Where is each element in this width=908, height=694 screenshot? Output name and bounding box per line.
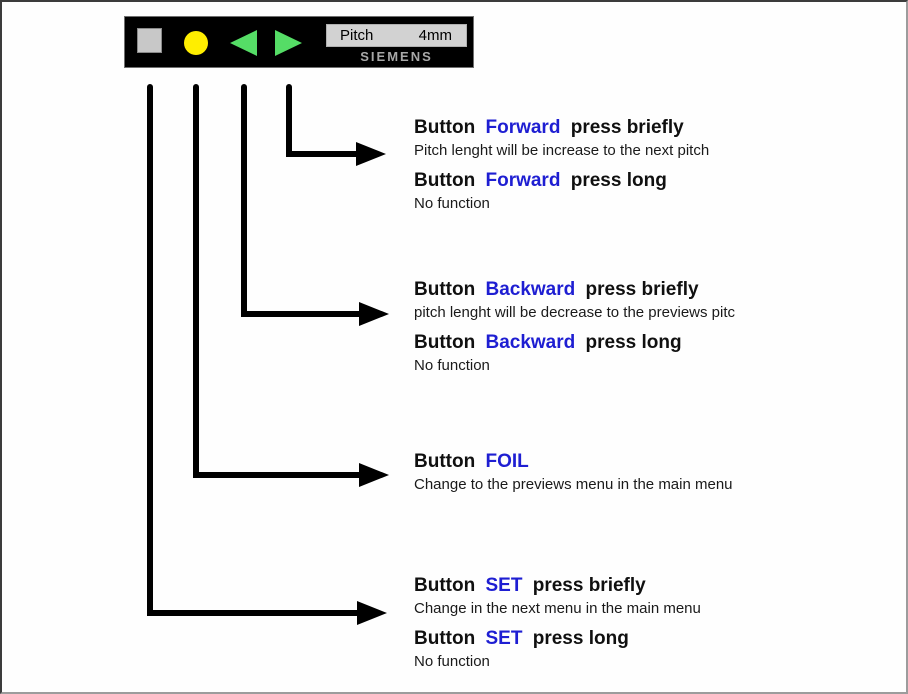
title-button-name: FOIL	[485, 451, 529, 472]
connector-foil-vertical	[193, 84, 199, 478]
connector-forward-horizontal	[286, 151, 356, 157]
entry-description: pitch lenght will be decrease to the pre…	[414, 304, 736, 321]
entry-title: Button FOIL	[414, 450, 733, 474]
connector-set-horizontal	[147, 610, 357, 616]
connector-forward-arrowhead-icon	[356, 142, 386, 166]
title-prefix: Button	[414, 170, 476, 191]
callout-entry: Button Backward press long No function	[414, 331, 735, 376]
set-button-icon	[137, 28, 162, 53]
backward-button-icon	[230, 30, 257, 56]
siemens-logo: SIEMENS	[360, 49, 433, 64]
connector-set-arrowhead-icon	[357, 601, 387, 625]
title-button-name: SET	[485, 575, 523, 596]
callout-entry: Button FOIL Change to the previews menu …	[414, 450, 733, 495]
pitch-display-value: 4mm	[418, 27, 452, 44]
entry-title: Button SET press briefly	[414, 574, 701, 598]
title-button-name: Backward	[485, 279, 576, 300]
entry-title: Button Forward press long	[414, 169, 709, 193]
entry-description: Change in the next menu in the main menu	[414, 600, 701, 617]
callout-entry: Button Forward press briefly Pitch lengh…	[414, 116, 709, 161]
pitch-display: Pitch 4mm	[326, 24, 467, 47]
control-panel: Pitch 4mm SIEMENS	[124, 16, 474, 68]
entry-title: Button Backward press long	[414, 331, 735, 355]
title-button-name: Forward	[485, 170, 561, 191]
entry-description: No function	[414, 195, 490, 212]
connector-backward-vertical	[241, 84, 247, 317]
title-suffix: press long	[570, 170, 667, 191]
pitch-display-label: Pitch	[340, 27, 374, 44]
foil-button-icon	[184, 31, 208, 55]
callout-set: Button SET press briefly Change in the n…	[414, 574, 701, 672]
callout-forward: Button Forward press briefly Pitch lengh…	[414, 116, 709, 214]
title-prefix: Button	[414, 332, 476, 353]
title-suffix: press briefly	[585, 279, 699, 300]
callout-entry: Button SET press briefly Change in the n…	[414, 574, 701, 619]
connector-forward-vertical	[286, 84, 292, 157]
entry-title: Button Backward press briefly	[414, 278, 735, 302]
title-prefix: Button	[414, 451, 476, 472]
title-suffix: press long	[585, 332, 682, 353]
title-prefix: Button	[414, 628, 476, 649]
entry-description: Pitch lenght will be increase to the nex…	[414, 142, 710, 159]
connector-set-vertical	[147, 84, 153, 616]
connector-backward-horizontal	[241, 311, 359, 317]
title-prefix: Button	[414, 279, 476, 300]
entry-description: Change to the previews menu in the main …	[414, 476, 733, 493]
connector-backward-arrowhead-icon	[359, 302, 389, 326]
callout-entry: Button Forward press long No function	[414, 169, 709, 214]
connector-foil-arrowhead-icon	[359, 463, 389, 487]
entry-description: No function	[414, 357, 490, 374]
callout-backward: Button Backward press briefly pitch leng…	[414, 278, 735, 376]
entry-title: Button Forward press briefly	[414, 116, 709, 140]
title-prefix: Button	[414, 575, 476, 596]
title-suffix: press long	[532, 628, 629, 649]
callout-foil: Button FOIL Change to the previews menu …	[414, 450, 733, 495]
title-button-name: Backward	[485, 332, 576, 353]
title-button-name: SET	[485, 628, 523, 649]
callout-entry: Button Backward press briefly pitch leng…	[414, 278, 735, 323]
forward-button-icon	[275, 30, 302, 56]
title-suffix: press briefly	[570, 117, 684, 138]
title-prefix: Button	[414, 117, 476, 138]
entry-title: Button SET press long	[414, 627, 701, 651]
callout-entry: Button SET press long No function	[414, 627, 701, 672]
title-suffix: press briefly	[532, 575, 646, 596]
entry-description: No function	[414, 653, 490, 670]
title-button-name: Forward	[485, 117, 561, 138]
connector-foil-horizontal	[193, 472, 359, 478]
